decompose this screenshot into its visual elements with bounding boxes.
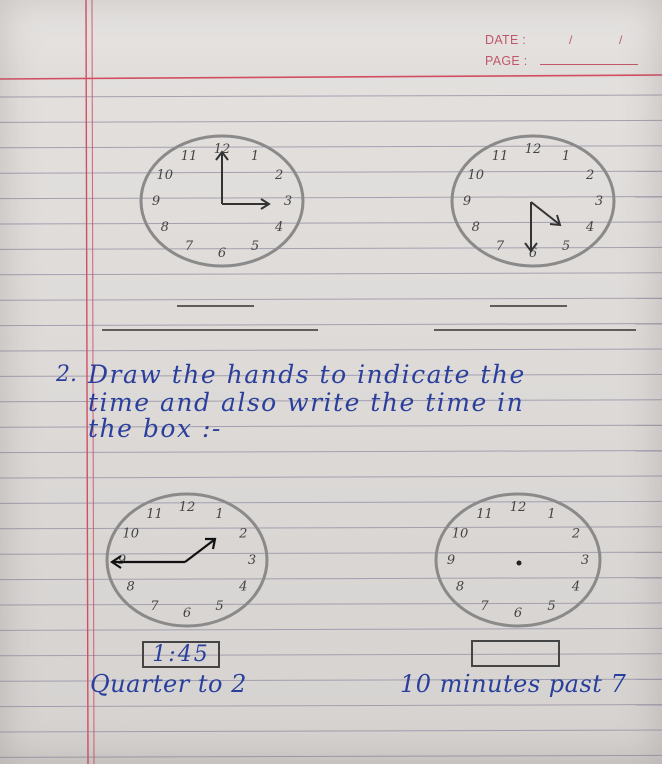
clock-numeral: 6 bbox=[529, 246, 537, 261]
clock-numeral: 9 bbox=[447, 553, 455, 568]
clock-numeral: 6 bbox=[514, 606, 522, 621]
left-margin-line-inner bbox=[91, 0, 95, 764]
time-caption: Quarter to 2 bbox=[90, 670, 247, 698]
clock-numeral: 12 bbox=[179, 500, 196, 515]
clock-numeral: 1 bbox=[547, 507, 555, 522]
minute-hand-arrow bbox=[524, 242, 538, 253]
clock-numeral: 2 bbox=[238, 527, 247, 542]
clock-numeral: 7 bbox=[150, 599, 159, 614]
question-text-line: time and also write the time in bbox=[88, 388, 525, 417]
clock-numeral: 1 bbox=[562, 149, 570, 164]
clock-numeral: 2 bbox=[585, 168, 594, 183]
hour-hand bbox=[530, 201, 560, 225]
clock-numeral: 8 bbox=[456, 580, 464, 595]
time-answer-value: 1:45 bbox=[152, 641, 210, 667]
question-number: 2. bbox=[56, 362, 77, 387]
clock-numeral: 2 bbox=[274, 168, 283, 183]
time-answer-box-empty bbox=[471, 640, 560, 667]
clock-numeral: 12 bbox=[525, 142, 542, 157]
clock-numeral: 3 bbox=[284, 194, 292, 209]
question-text-line: the box :- bbox=[88, 414, 222, 443]
page-header-band bbox=[0, 0, 662, 78]
clock-face bbox=[139, 134, 305, 268]
clock-numeral: 3 bbox=[581, 553, 589, 568]
clock-numeral: 10 bbox=[452, 527, 469, 542]
header-margin-line bbox=[0, 74, 662, 80]
clock-numeral: 12 bbox=[214, 142, 231, 157]
clock-numeral: 10 bbox=[468, 168, 485, 183]
page-label: PAGE : bbox=[485, 54, 528, 68]
clock-numeral: 8 bbox=[161, 220, 169, 235]
clock-numeral: 9 bbox=[463, 194, 471, 209]
clock-numeral: 6 bbox=[183, 606, 191, 621]
clock-numeral: 6 bbox=[218, 246, 226, 261]
time-answer-box: 1:45 bbox=[142, 641, 220, 668]
clock-numeral: 4 bbox=[585, 220, 594, 235]
hour-hand-arrow bbox=[549, 214, 562, 227]
page-number-line bbox=[540, 64, 638, 65]
clock-numeral: 7 bbox=[480, 599, 489, 614]
clock-numeral: 11 bbox=[492, 149, 509, 164]
clock-numeral: 11 bbox=[146, 507, 163, 522]
hour-hand-arrow bbox=[260, 198, 271, 210]
clock-numeral: 4 bbox=[571, 580, 580, 595]
clock-numeral: 3 bbox=[248, 553, 256, 568]
hour-hand-arrow bbox=[205, 537, 217, 550]
date-label: DATE : bbox=[485, 33, 527, 47]
question-text-line: Draw the hands to indicate the bbox=[88, 360, 526, 389]
clock-numeral: 10 bbox=[122, 527, 139, 542]
clock-numeral: 9 bbox=[152, 194, 160, 209]
clock-numeral: 5 bbox=[251, 239, 259, 254]
clock-numeral: 9 bbox=[118, 553, 126, 568]
clock-numeral: 2 bbox=[571, 527, 580, 542]
clock-numeral: 8 bbox=[472, 220, 480, 235]
clock-numeral: 5 bbox=[547, 599, 555, 614]
clock-numeral: 12 bbox=[510, 500, 527, 515]
clock-center-dot bbox=[516, 560, 522, 566]
clock-numeral: 7 bbox=[496, 239, 505, 254]
clock-numeral: 5 bbox=[562, 239, 570, 254]
date-separator: / bbox=[569, 33, 573, 47]
clock-face bbox=[105, 492, 269, 628]
clock-numeral: 5 bbox=[215, 599, 223, 614]
clock-numeral: 4 bbox=[274, 220, 283, 235]
clock-face bbox=[450, 134, 616, 268]
date-separator: / bbox=[619, 33, 623, 47]
clock-numeral: 11 bbox=[181, 149, 198, 164]
clock-numeral: 7 bbox=[185, 239, 194, 254]
clock-numeral: 11 bbox=[476, 507, 493, 522]
minute-hand-arrow bbox=[215, 150, 229, 161]
minute-hand-arrow bbox=[110, 555, 122, 569]
clock-numeral: 8 bbox=[127, 580, 135, 595]
clock-numeral: 3 bbox=[595, 194, 603, 209]
hour-hand bbox=[184, 539, 215, 563]
clock-numeral: 1 bbox=[251, 149, 259, 164]
clock-numeral: 4 bbox=[238, 580, 247, 595]
clock-numeral: 10 bbox=[157, 168, 174, 183]
left-margin-line bbox=[85, 0, 89, 764]
clock-face bbox=[434, 492, 602, 628]
clock-numeral: 1 bbox=[215, 507, 223, 522]
time-caption: 10 minutes past 7 bbox=[400, 670, 627, 698]
